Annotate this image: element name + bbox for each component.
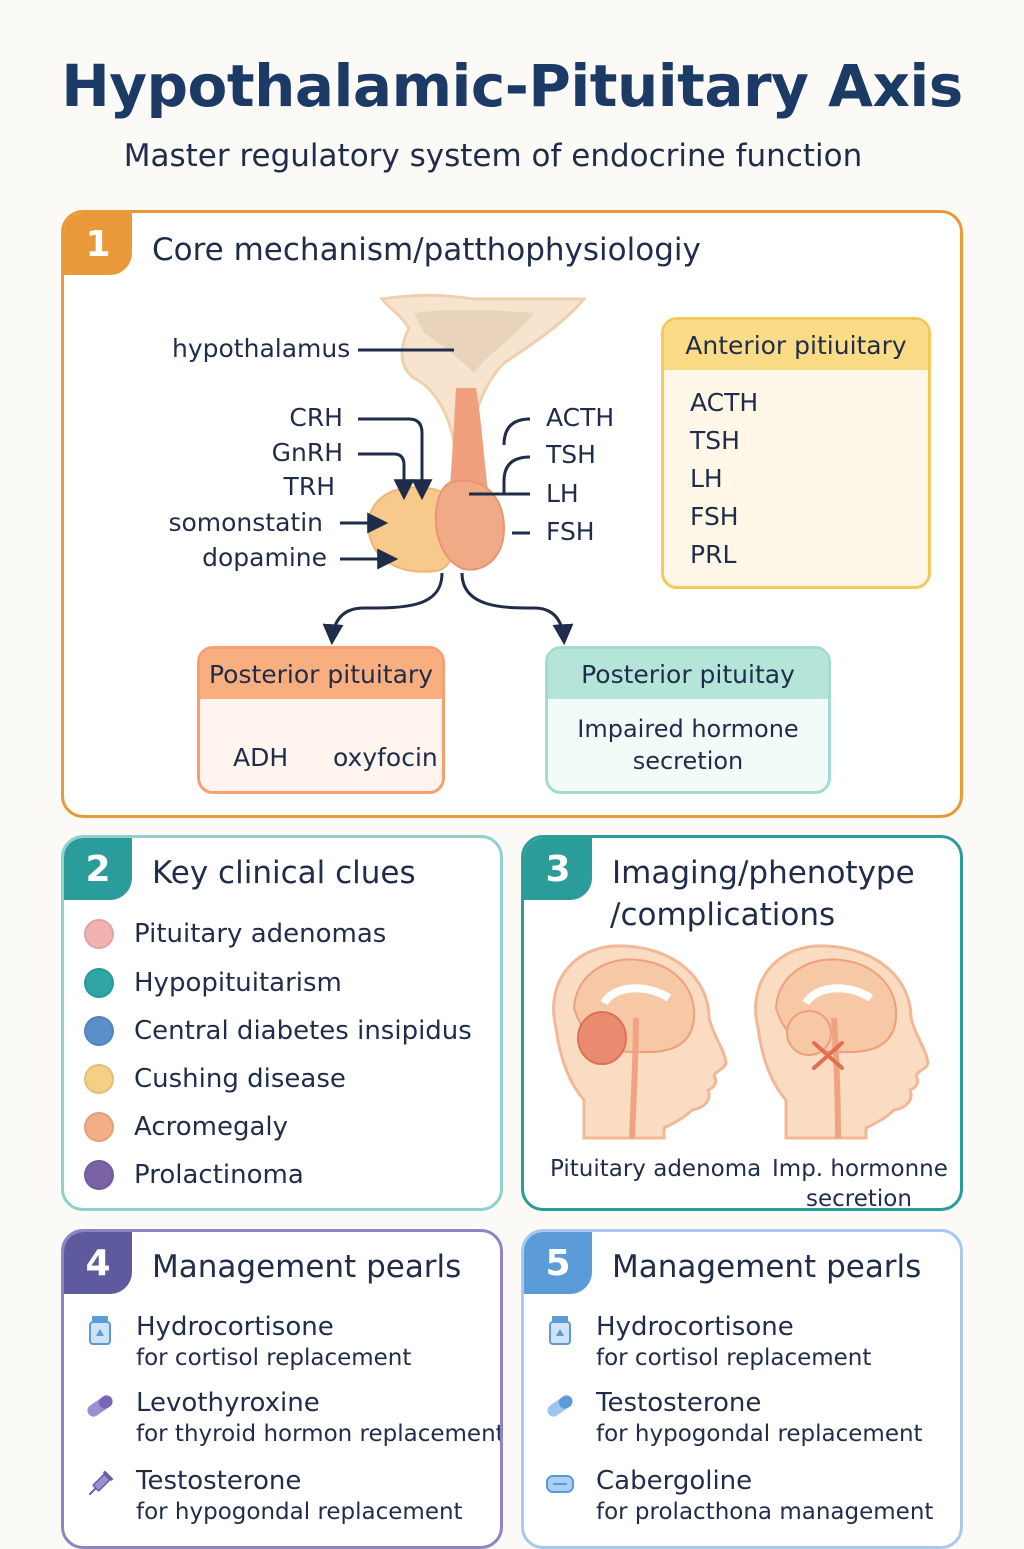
- prolactinoma-icon: [84, 1160, 114, 1190]
- head-illustrations: [552, 944, 930, 1140]
- list-item: Acromegaly: [84, 1107, 288, 1147]
- trh-label: TRH: [283, 472, 335, 501]
- oxytocin-label: oxyfocin: [333, 743, 438, 772]
- panel-title: Management pearls: [152, 1249, 462, 1285]
- lh-label: LH: [546, 479, 579, 508]
- anterior-hormone-list: ACTH TSH LH FSH PRL: [690, 384, 758, 574]
- panel-imaging-phenotype: 3 Imaging/phenotype /complications Pitui…: [521, 835, 963, 1211]
- list-item: FSH: [690, 502, 739, 531]
- impaired-line-1: Impaired hormone: [577, 715, 799, 743]
- impaired-box-title: Posterior pituitay: [548, 649, 828, 699]
- panel-title: Management pearls: [612, 1249, 922, 1285]
- adenoma-mass: [577, 1011, 627, 1065]
- anterior-pituitary-box: Anterior pitiuitary ACTH TSH LH FSH PRL: [661, 317, 931, 589]
- impaired-secretion-box: Posterior pituitay Impaired hormone secr…: [545, 646, 831, 794]
- panel-title-line-2: /complications: [610, 897, 836, 933]
- tablet-icon: [546, 1475, 574, 1493]
- panel-core-mechanism: 1 Core mechanism/patthophysiologiy: [61, 210, 963, 818]
- pill-bottle-icon: [89, 1316, 111, 1345]
- panel-title: Core mechanism/patthophysiologiy: [152, 232, 701, 268]
- acth-label: ACTH: [546, 403, 615, 432]
- posterior-pituitary-box: Posterior pituitary ADH oxyfocin: [197, 646, 445, 794]
- hypopituitarism-icon: [84, 968, 114, 998]
- panel-number-badge: 5: [524, 1232, 592, 1294]
- syringe-icon: [88, 1470, 114, 1496]
- panel-management-pearls-4: 4 Management pearls Hydrocortisone for c…: [61, 1229, 503, 1549]
- fsh-label: FSH: [546, 517, 595, 546]
- crh-label: CRH: [289, 403, 343, 432]
- panel-number-badge: 1: [64, 213, 132, 275]
- pill-bottle-icon: [549, 1316, 571, 1345]
- list-item: PRL: [690, 540, 737, 569]
- page-title: Hypothalamic-Pituitary Axis: [61, 52, 963, 120]
- gnrh-label: GnRH: [271, 438, 343, 467]
- panel-number-badge: 3: [524, 838, 592, 900]
- panel-management-pearls-5: 5 Management pearls Hydrocortisone for c…: [521, 1229, 963, 1549]
- tsh-label: TSH: [546, 440, 596, 469]
- list-item: LH: [690, 464, 723, 493]
- capsule-icon: [547, 1395, 573, 1417]
- caption-impaired-line-2: secretion: [806, 1186, 912, 1211]
- page-subtitle: Master regulatory system of endocrine fu…: [123, 138, 863, 174]
- caption-pituitary-adenoma: Pituitary adenoma: [550, 1156, 762, 1182]
- adenoma-icon: [84, 919, 114, 949]
- list-item: Prolactinoma: [84, 1155, 304, 1195]
- impaired-line-2: secretion: [632, 747, 744, 775]
- list-item: ACTH: [690, 388, 759, 417]
- list-item: Pituitary adenomas: [84, 914, 386, 954]
- panel-number-badge: 2: [64, 838, 132, 900]
- pituitary-stalk: [449, 388, 489, 498]
- dopamine-label: dopamine: [202, 543, 327, 572]
- list-item: Hypopituitarism: [84, 963, 342, 1003]
- anterior-pituitary-title: Anterior pitiuitary: [664, 320, 928, 370]
- posterior-pituitary-title: Posterior pituitary: [200, 649, 442, 699]
- posterior-lobe-shape: [434, 479, 506, 571]
- somatostatin-label: somonstatin: [168, 508, 323, 537]
- cushing-icon: [84, 1064, 114, 1094]
- panel-key-clinical-clues: 2 Key clinical clues Pituitary adenomas …: [61, 835, 503, 1211]
- cross-mark-icon: [812, 1041, 844, 1070]
- panel-title-line-1: Imaging/phenotype: [612, 855, 915, 891]
- list-item: Central diabetes insipidus: [84, 1011, 472, 1051]
- pituitary-diagram: [322, 293, 588, 646]
- list-item: TSH: [690, 426, 740, 455]
- adh-label: ADH: [233, 743, 289, 772]
- capsule-icon: [87, 1395, 113, 1417]
- diabetes-insipidus-icon: [84, 1016, 114, 1046]
- acromegaly-icon: [84, 1112, 114, 1142]
- panel-number-badge: 4: [64, 1232, 132, 1294]
- hypothalamus-label: hypothalamus: [172, 334, 351, 363]
- list-item: Cushing disease: [84, 1059, 346, 1099]
- panel-title: Key clinical clues: [152, 855, 416, 891]
- caption-impaired-line-1: Imp. hormonne: [772, 1156, 948, 1182]
